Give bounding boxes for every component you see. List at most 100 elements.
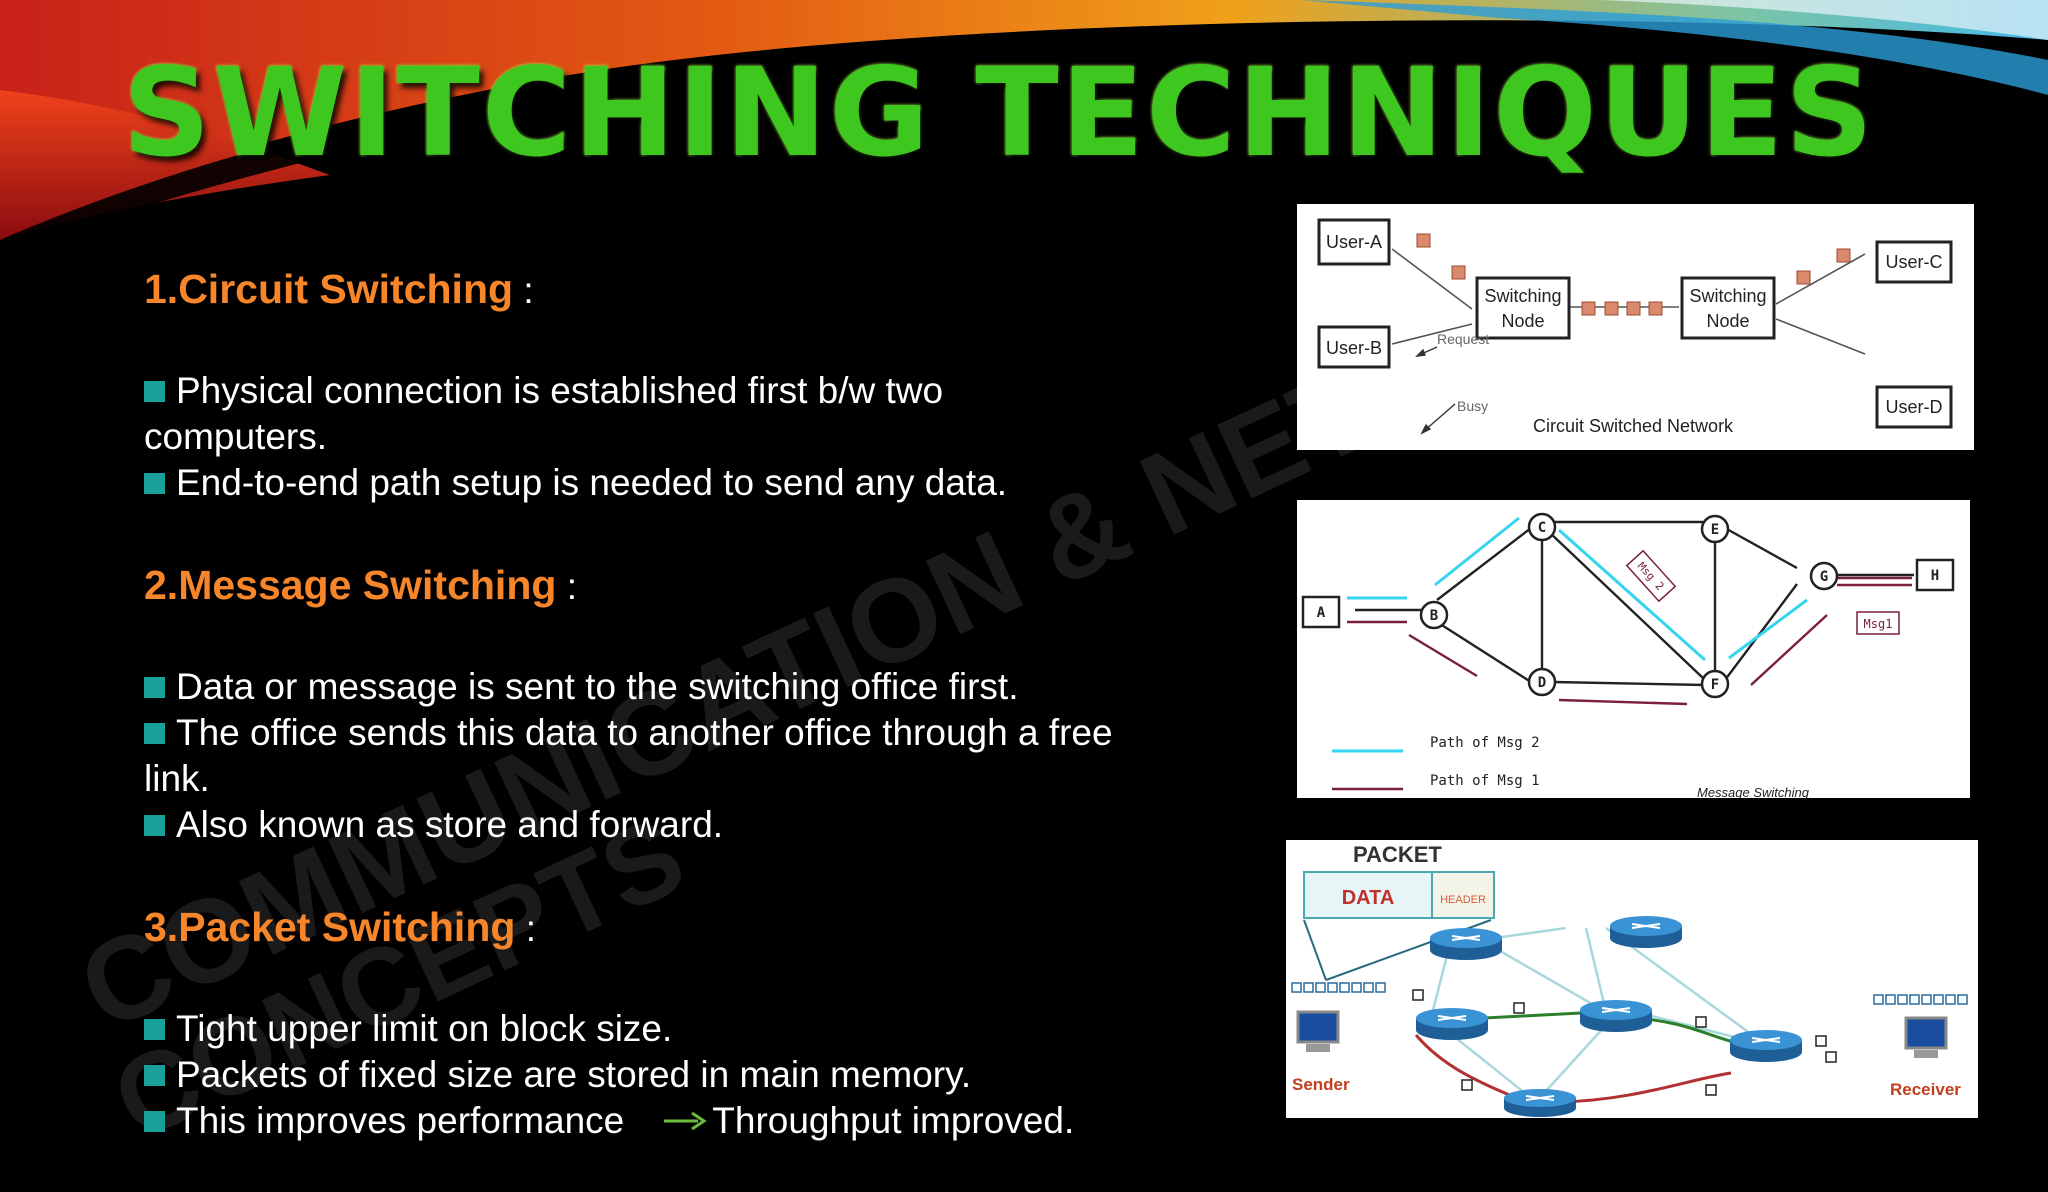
msg2-tag: Msg 2 <box>1625 549 1677 603</box>
router-icon <box>1610 916 1682 948</box>
heading-colon: : <box>525 908 536 949</box>
bullet-text: Data or message is sent to the switching… <box>176 666 1019 707</box>
router-icon <box>1416 1008 1488 1040</box>
packet-data-label: DATA <box>1342 887 1395 909</box>
section-message-bullets: Data or message is sent to the switching… <box>144 664 1184 848</box>
user-a-label: User-A <box>1326 232 1382 252</box>
legend-msg2: Path of Msg 2 <box>1430 735 1540 751</box>
packet-label: PACKET <box>1353 842 1442 867</box>
user-c-box <box>1875 240 1953 284</box>
bullet-square-icon <box>144 473 165 494</box>
section-packet-heading: 3.Packet Switching : <box>144 896 1184 958</box>
node-h-label: H <box>1931 568 1939 584</box>
circuit-switching-diagram: User-A User-B User-C User-D Switching No… <box>1297 204 1974 450</box>
node1-label-line1: Switching <box>1484 286 1561 306</box>
packet-data-box <box>1303 871 1433 919</box>
bullet-text: Tight upper limit on block size. <box>176 1008 673 1049</box>
bullet-square-icon <box>144 1111 165 1132</box>
right-arrow-icon <box>664 1105 708 1135</box>
node2-label-line1: Switching <box>1689 286 1766 306</box>
bullet-square-icon <box>144 815 165 836</box>
heading-colon: : <box>566 566 577 607</box>
node-f-label: F <box>1711 677 1719 693</box>
bullet-square-icon <box>144 1065 165 1086</box>
header-swoosh <box>0 0 2048 255</box>
bullet-item: Data or message is sent to the switching… <box>144 664 1184 710</box>
node-b-label: B <box>1430 608 1438 624</box>
user-c-label: User-C <box>1886 252 1943 272</box>
bullet-text: Throughput improved. <box>712 1100 1075 1141</box>
router-icon <box>1730 1030 1802 1062</box>
circuit-caption: Circuit Switched Network <box>1533 416 1734 436</box>
node1-label-line2: Node <box>1501 311 1544 331</box>
bullet-item: This improves performance Throughput impr… <box>144 1098 1184 1144</box>
bullet-text: computers. <box>144 416 328 457</box>
sender-queue <box>1291 982 1386 993</box>
message-switching-diagram: Msg 2 Msg1 A B C D E F G H Path of Ms <box>1297 500 1970 798</box>
node-d-label: D <box>1538 675 1546 691</box>
receiver-label: Receiver <box>1890 1080 1961 1099</box>
receiver-computer-icon <box>1904 1016 1948 1058</box>
heading-text: 2.Message Switching <box>144 562 557 608</box>
node-g-label: G <box>1820 569 1828 585</box>
receiver-queue <box>1873 994 1968 1005</box>
sender-computer-icon <box>1296 1010 1340 1052</box>
packet-header-box <box>1431 871 1495 919</box>
bullet-square-icon <box>144 381 165 402</box>
node-a-label: A <box>1317 605 1326 621</box>
bullet-text: This improves performance <box>176 1100 625 1141</box>
bullet-item: Also known as store and forward. <box>144 802 1184 848</box>
bullet-item: The office sends this data to another of… <box>144 710 1184 756</box>
section-circuit-heading: 1.Circuit Switching : <box>144 258 1184 320</box>
bullet-continuation: link. <box>144 756 1184 802</box>
bullet-text: Physical connection is established first… <box>176 370 944 411</box>
node-h <box>1915 558 1955 592</box>
node2-label-line2: Node <box>1706 311 1749 331</box>
node-d <box>1527 667 1557 697</box>
node-e <box>1700 514 1730 544</box>
user-d-label: User-D <box>1886 397 1943 417</box>
router-icons <box>1416 916 1802 1117</box>
node-c-label: C <box>1538 520 1546 536</box>
packet-switching-diagram: PACKET DATA HEADER <box>1286 840 1978 1118</box>
node-e-label: E <box>1711 522 1719 538</box>
packet-header-label: HEADER <box>1440 894 1486 906</box>
page-title-text: SWITCHING TECHNIQUES <box>122 42 1876 184</box>
bullet-continuation: computers. <box>144 414 1184 460</box>
bullet-text: Also known as store and forward. <box>176 804 724 845</box>
user-d-box <box>1875 385 1953 429</box>
page-title: SWITCHING TECHNIQUES <box>0 42 2048 184</box>
node-c <box>1527 512 1557 542</box>
user-b-label: User-B <box>1326 338 1382 358</box>
user-b-box <box>1317 325 1391 369</box>
bullet-square-icon <box>144 677 165 698</box>
bullet-item: Tight upper limit on block size. <box>144 1006 1184 1052</box>
message-caption: Message Switching <box>1697 785 1810 798</box>
bullet-text: The office sends this data to another of… <box>176 712 1113 753</box>
node-f <box>1700 669 1730 699</box>
msg1-tag: Msg1 <box>1856 611 1900 635</box>
router-icon <box>1504 1089 1576 1117</box>
heading-colon: : <box>523 270 534 311</box>
node-a <box>1301 595 1341 629</box>
bullet-item: Packets of fixed size are stored in main… <box>144 1052 1184 1098</box>
request-label: Request <box>1437 331 1489 347</box>
node-g <box>1809 561 1839 591</box>
bullet-text: link. <box>144 758 210 799</box>
bullet-item: End-to-end path setup is needed to send … <box>144 460 1184 506</box>
heading-text: 3.Packet Switching <box>144 904 516 950</box>
bullet-square-icon <box>144 1019 165 1040</box>
switching-node-2 <box>1680 276 1776 340</box>
content-body: 1.Circuit Switching : Physical connectio… <box>144 258 1184 1192</box>
bullet-square-icon <box>144 723 165 744</box>
legend-msg1: Path of Msg 1 <box>1430 773 1540 789</box>
heading-text: 1.Circuit Switching <box>144 266 514 312</box>
busy-label: Busy <box>1457 398 1488 414</box>
section-circuit-bullets: Physical connection is established first… <box>144 368 1184 506</box>
router-icon <box>1580 1000 1652 1032</box>
section-message-heading: 2.Message Switching : <box>144 554 1184 616</box>
router-icon <box>1430 928 1502 960</box>
bullet-text: Packets of fixed size are stored in main… <box>176 1054 972 1095</box>
section-packet-bullets: Tight upper limit on block size. Packets… <box>144 1006 1184 1144</box>
sender-label: Sender <box>1292 1075 1350 1094</box>
